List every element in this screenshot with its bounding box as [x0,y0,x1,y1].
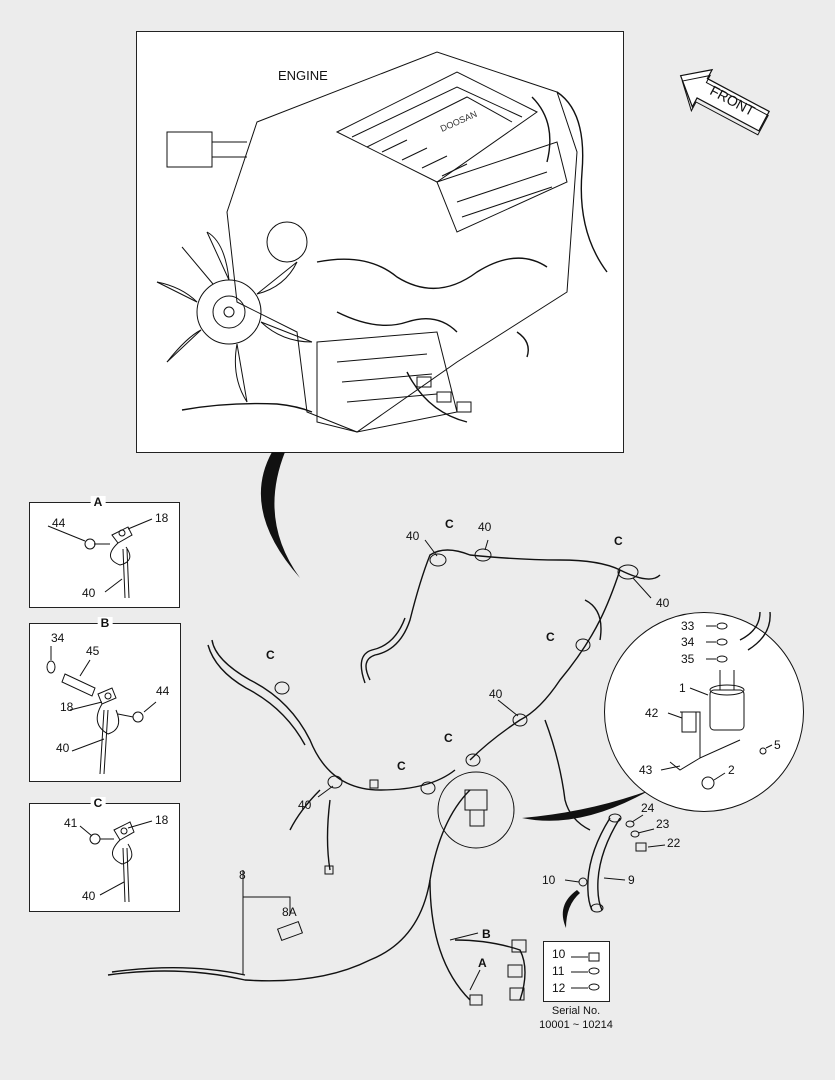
serial-part-12: 12 [552,981,566,995]
detail-b-part-40: 40 [56,741,70,755]
sensor-part-34: 34 [681,635,695,649]
detail-a-part-18: 18 [155,511,169,525]
sensor-part-42: 42 [645,706,659,720]
front-arrow-label: FRONT [707,82,758,119]
engine-view-panel: ENGINE [136,31,624,453]
detail-b-letter: B [97,617,113,630]
detail-b-drawing [46,646,157,775]
serial-detail-box: 10 11 12 [543,941,610,1002]
harness-clamp-c-3: C [546,630,555,644]
harness-clamp-c-4: C [266,648,275,662]
hose-part-24: 24 [641,801,655,815]
sensor-detail-circle [604,612,804,812]
detail-c-part-41: 41 [64,816,78,830]
detail-a-drawing [47,518,153,599]
sensor-part-33: 33 [681,619,695,633]
serial-number-range: 10001 ~ 10214 [539,1019,613,1031]
detail-b-part-44: 44 [156,684,170,698]
harness-view-a-mark: A [478,956,487,970]
sensor-part-2: 2 [728,763,735,777]
detail-a-letter: A [90,496,106,509]
harness-clamp-c-5: C [444,731,453,745]
serial-number-title: Serial No. [551,1005,601,1017]
sensor-part-35: 35 [681,652,695,666]
detail-b-panel: B 34 45 18 44 40 [29,617,181,782]
detail-a-part-40: 40 [82,586,96,600]
harness-part-40-1: 40 [478,520,492,534]
detail-a-panel: A 44 18 40 [29,496,180,608]
engine-title: ENGINE [278,68,328,83]
detail-c-part-40: 40 [82,889,96,903]
detail-b-part-34: 34 [51,631,65,645]
harness-clamp-c-1: C [445,517,454,531]
detail-c-panel: C 41 18 40 [29,797,180,912]
harness-view-b-mark: B [482,927,491,941]
sensor-part-43: 43 [639,763,653,777]
harness-part-40-5: 40 [298,798,312,812]
serial-detail-drawing [571,952,600,991]
hose-part-22: 22 [667,836,681,850]
hose-part-23: 23 [656,817,670,831]
harness-clamp-c-6: C [397,759,406,773]
harness-part-40-3: 40 [656,596,670,610]
detail-b-part-18: 18 [60,700,74,714]
svg-text:DOOSAN: DOOSAN [439,109,479,134]
sensor-part-1: 1 [679,681,686,695]
serial-part-11: 11 [552,964,565,978]
callout-sweep-serial [562,890,580,928]
callout-sweep [260,452,300,578]
harness-part-40-4: 40 [489,687,503,701]
detail-c-part-18: 18 [155,813,169,827]
serial-part-10: 10 [552,947,566,961]
detail-b-part-45: 45 [86,644,100,658]
harness-clamp-c-2: C [614,534,623,548]
detail-c-letter: C [90,797,106,810]
engine-drawing: DOOSAN [156,51,608,433]
harness-part-40-2: 40 [406,529,420,543]
detail-a-part-44: 44 [52,516,66,530]
harness-part-8a: 8A [282,905,297,919]
hose-part-9: 9 [628,873,635,887]
hose-part-10: 10 [542,873,556,887]
sensor-part-5: 5 [774,738,781,752]
callout-sweep-sensor [522,790,650,821]
harness-part-8: 8 [239,868,246,882]
